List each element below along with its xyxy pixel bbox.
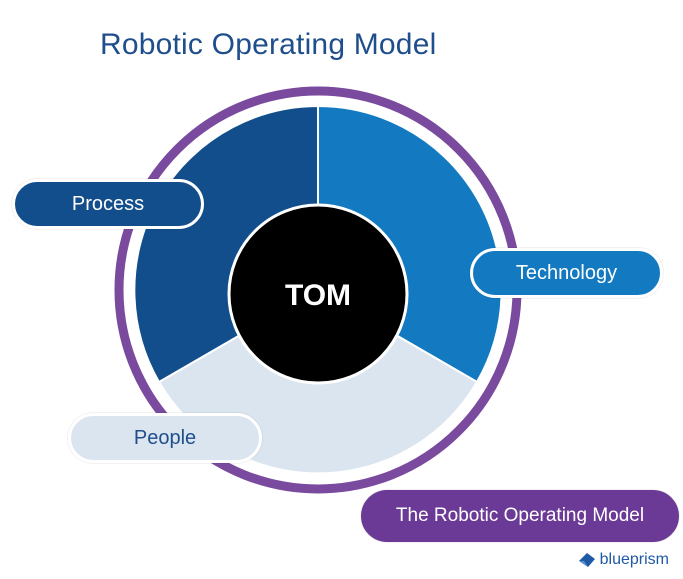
- center-label: TOM: [285, 279, 351, 312]
- prism-icon: [578, 553, 595, 567]
- page-title: Robotic Operating Model: [100, 28, 437, 61]
- center-hub: [227, 203, 409, 385]
- technology-label: Technology: [470, 248, 663, 298]
- logo-text: blueprism: [599, 551, 669, 568]
- process-label: Process: [12, 179, 204, 229]
- robotic-operating-model-banner: The Robotic Operating Model: [361, 490, 679, 542]
- people-label: People: [68, 413, 262, 463]
- blueprism-logo: blueprism: [578, 551, 669, 569]
